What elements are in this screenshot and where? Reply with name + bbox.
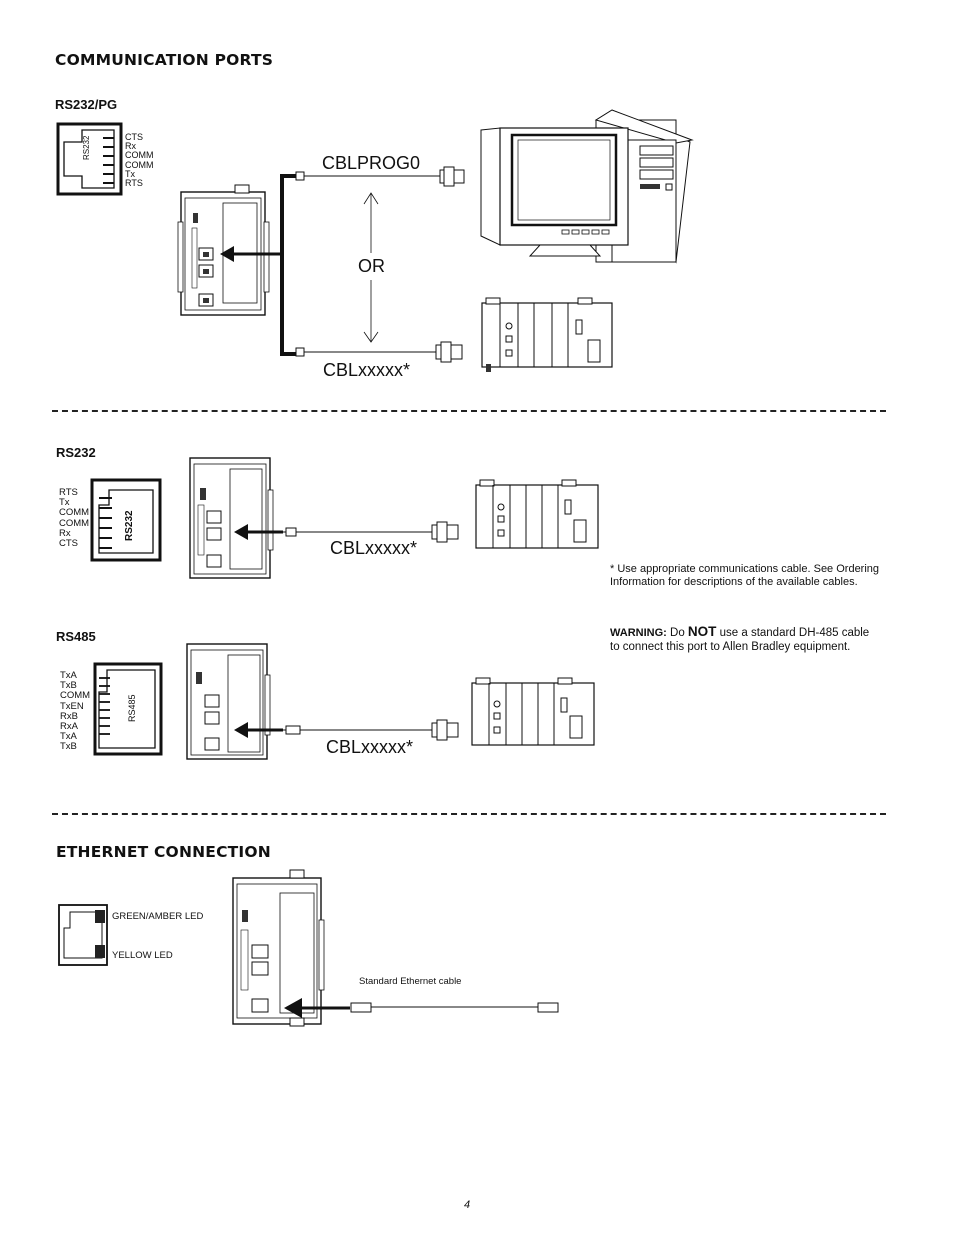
or-label: OR <box>358 256 385 276</box>
section-divider <box>52 410 886 412</box>
rs485-title: RS485 <box>56 629 96 644</box>
section-title-ethernet-connection: ETHERNET CONNECTION <box>56 843 271 861</box>
rs232pg-title: RS232/PG <box>55 97 118 112</box>
cable-label-cblprog0: CBLPROG0 <box>322 153 421 173</box>
green-amber-led-icon <box>95 910 105 923</box>
rs485-cable-label: CBLxxxxx* <box>326 737 414 757</box>
yellow-led-icon <box>95 945 105 958</box>
section-title-communication-ports: COMMUNICATION PORTS <box>55 51 274 69</box>
footnote: * Use appropriate communications cable. … <box>610 563 880 588</box>
section-divider-2 <box>52 813 886 815</box>
led-yellow-label: YELLOW LED <box>112 950 173 961</box>
rs232-title: RS232 <box>56 445 96 460</box>
page-number: 4 <box>464 1199 471 1211</box>
ethernet-cable-label: Standard Ethernet cable <box>359 976 462 987</box>
rs232-cable-label: CBLxxxxx* <box>330 538 418 558</box>
cable-label-cblxxxxx: CBLxxxxx* <box>323 360 411 380</box>
warning-note: WARNING: Do NOT use a standard DH-485 ca… <box>610 624 870 654</box>
led-green-amber-label: GREEN/AMBER LED <box>112 911 204 922</box>
